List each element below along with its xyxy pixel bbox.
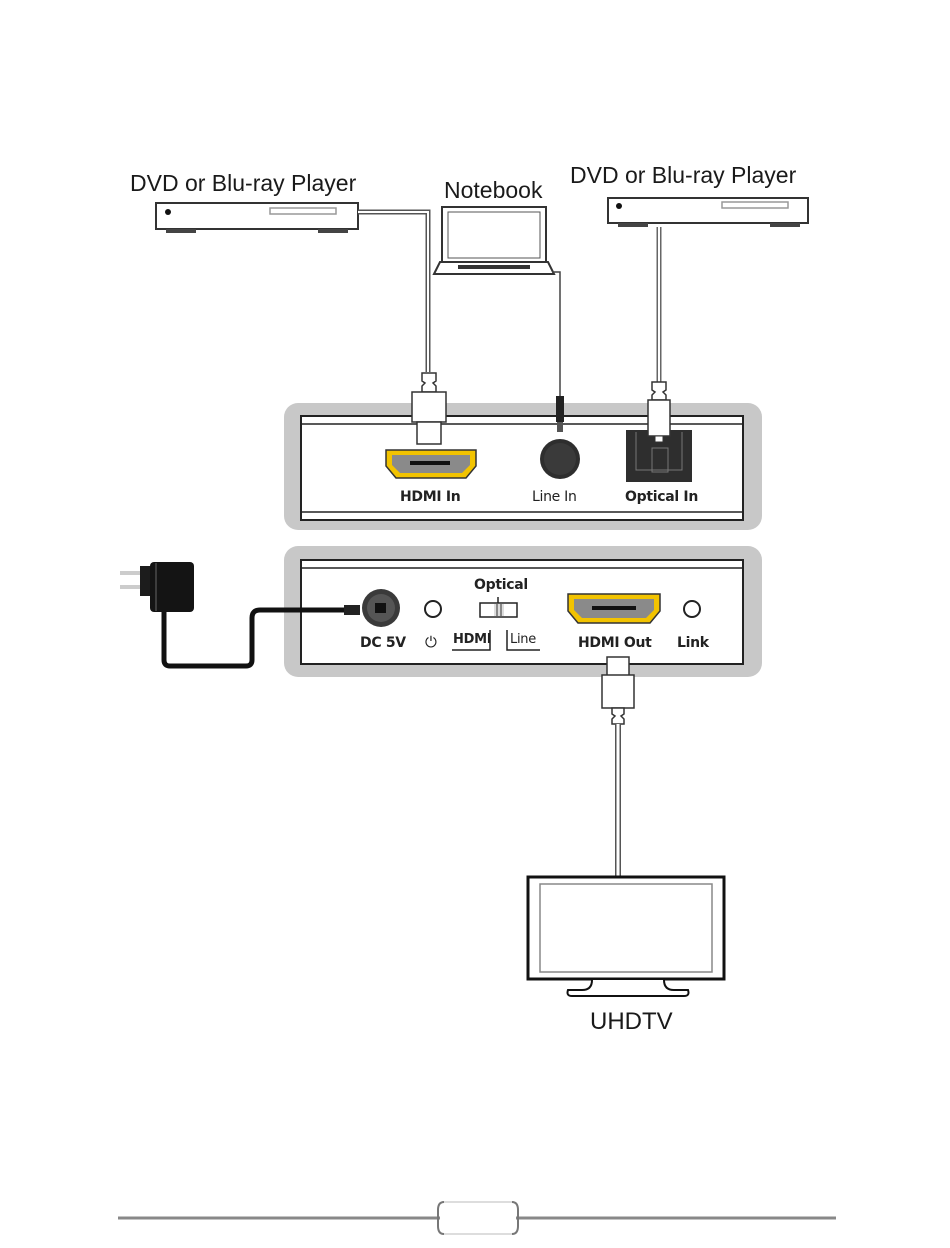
hdmi-out-label: HDMI Out [578, 635, 652, 651]
dvd-player-left-icon [156, 203, 358, 233]
uhdtv-label: UHDTV [590, 1008, 673, 1036]
power-led-icon [425, 601, 441, 617]
switch-line-label: Line [510, 632, 536, 647]
page-footer-divider [118, 1202, 836, 1234]
link-label: Link [677, 635, 709, 651]
uhdtv-icon [528, 877, 724, 996]
hdmi-in-port-icon [386, 450, 476, 478]
hdmi-in-label: HDMI In [400, 489, 460, 505]
dvd-player-left-label: DVD or Blu-ray Player [130, 170, 356, 197]
optical-in-port-icon [626, 382, 692, 482]
hdmi-plug-icon [412, 373, 446, 444]
dvd-player-right-icon [608, 198, 808, 227]
switch-hdmi-label: HDMI [453, 632, 491, 647]
dc-5v-label: DC 5V [360, 635, 406, 651]
dvd-player-right-label: DVD or Blu-ray Player [570, 162, 796, 189]
line-in-label: Line In [532, 489, 577, 505]
optical-in-label: Optical In [625, 489, 698, 505]
notebook-icon [434, 207, 554, 274]
power-adapter-icon [120, 562, 194, 612]
switch-optical-label: Optical [474, 577, 528, 593]
link-led-icon [684, 601, 700, 617]
power-symbol-icon: ⏻ [425, 633, 437, 651]
hdmi-out-plug-icon [602, 657, 634, 724]
notebook-label: Notebook [444, 177, 542, 204]
hdmi-out-port-icon [568, 594, 660, 623]
